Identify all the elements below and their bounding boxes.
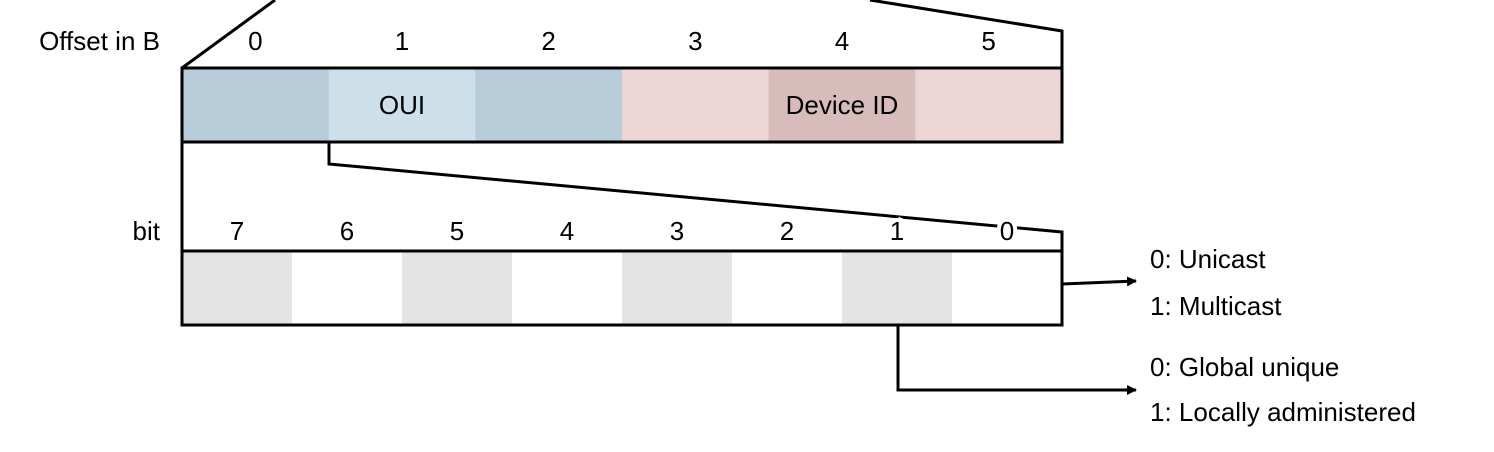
- offset-axis-label: Offset in B: [39, 26, 160, 56]
- byte-offset-label: 5: [981, 26, 995, 56]
- bit0-annotation-multicast: 1: Multicast: [1150, 291, 1282, 321]
- bit-row-zoom-right-line: [327, 142, 1064, 250]
- byte-offset-label: 4: [835, 26, 849, 56]
- bit-row-frame: [180, 249, 1064, 327]
- bit1-annotation-global-unique: 0: Global unique: [1150, 352, 1339, 382]
- byte-cell-3: [622, 68, 770, 142]
- bit0-annotation-unicast: 0: Unicast: [1150, 244, 1266, 274]
- device-id-field-label: Device ID: [786, 90, 899, 120]
- bit-index-label: 7: [230, 216, 244, 246]
- byte-row-frame: [180, 66, 1064, 144]
- bit-index-label: 0: [1000, 216, 1014, 246]
- bit1-arrow: [896, 325, 1137, 395]
- bit-index-label: 1: [890, 216, 904, 246]
- bit-cell-2: [732, 251, 843, 325]
- bit-cell-7: [182, 251, 293, 325]
- bit-index-label: 2: [780, 216, 794, 246]
- byte-cell-1: [328, 68, 476, 142]
- bit-index-label: 5: [450, 216, 464, 246]
- bit-cell-5: [402, 251, 513, 325]
- bit-index-label: 4: [560, 216, 574, 246]
- bit-cell-6: [292, 251, 403, 325]
- byte-cell-2: [475, 68, 623, 142]
- byte-row-zoom-right-line: [869, 0, 1064, 68]
- bit-index-labels: 7 6 5 4 3 2 1 0: [226, 212, 1018, 250]
- bit-cell-1: [842, 251, 953, 325]
- byte-cell-4: [768, 68, 916, 142]
- bit-cells: [182, 251, 1063, 325]
- bit0-arrow: [1061, 276, 1137, 287]
- bit-index-label: 6: [340, 216, 354, 246]
- bit1-annotation-locally-administered: 1: Locally administered: [1150, 397, 1416, 427]
- byte-offset-label: 0: [248, 26, 262, 56]
- bit-cell-3: [622, 251, 733, 325]
- byte-row-zoom-left-line: [181, 0, 276, 70]
- bit-index-label: 3: [670, 216, 684, 246]
- byte-offset-labels: 0 1 2 3 4 5: [248, 26, 996, 56]
- byte-offset-label: 3: [688, 26, 702, 56]
- oui-field-label: OUI: [379, 90, 425, 120]
- bit-cell-4: [512, 251, 623, 325]
- byte-cell-0: [182, 68, 330, 142]
- byte-offset-label: 2: [541, 26, 555, 56]
- byte-offset-label: 1: [395, 26, 409, 56]
- bit-cell-0: [952, 251, 1063, 325]
- byte-cells: [182, 68, 1063, 142]
- bit-axis-label: bit: [133, 216, 161, 246]
- byte-cell-5: [915, 68, 1063, 142]
